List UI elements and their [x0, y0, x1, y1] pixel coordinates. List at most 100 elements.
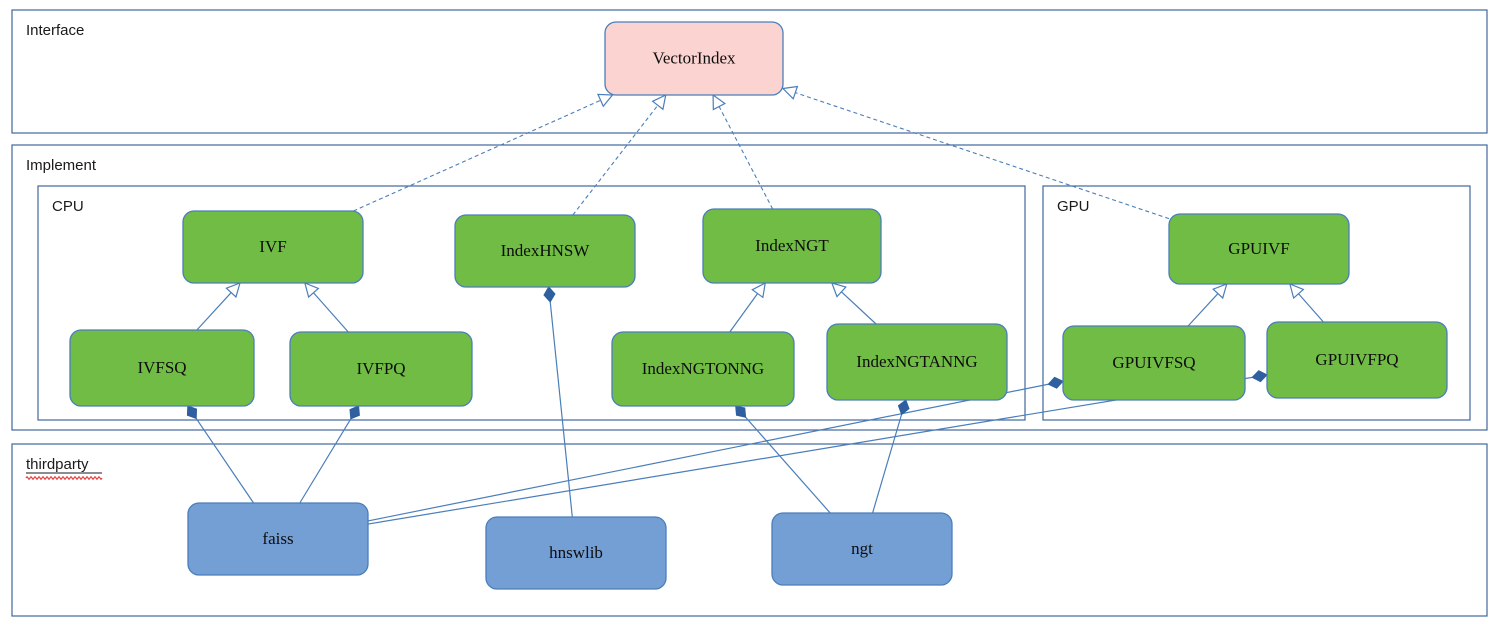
node-box-ngt[interactable]: [771, 512, 953, 586]
edge-indexngtonng-to-indexngt: [729, 281, 767, 333]
node-hnswlib[interactable]: hnswlib: [485, 516, 667, 590]
node-box-vectorindex[interactable]: [604, 21, 784, 96]
edge-faiss-to-gpuivfsq: [367, 376, 1064, 522]
edge-line-composition-13: [367, 376, 1253, 525]
node-gpuivfpq[interactable]: GPUIVFPQ: [1266, 321, 1448, 399]
composition-diamond-15: [735, 405, 747, 418]
node-label-faiss: faiss: [262, 529, 293, 548]
node-ivfpq[interactable]: IVFPQ: [289, 331, 473, 407]
node-box-ivfsq[interactable]: [69, 329, 255, 407]
edge-faiss-to-ivfpq: [299, 405, 360, 504]
node-label-indexngtanng: IndexNGTANNG: [856, 352, 977, 371]
container-label-interface: Interface: [26, 22, 84, 39]
container-label-cpu: CPU: [52, 198, 84, 215]
node-ivf[interactable]: IVF: [182, 210, 364, 284]
arrowhead-generalization-7: [830, 282, 847, 298]
edge-line-composition-16: [872, 414, 903, 514]
arrowhead-generalization-4: [225, 282, 241, 299]
node-indexhnsw[interactable]: IndexHNSW: [454, 214, 636, 288]
edge-indexngtanng-to-indexngt: [830, 282, 877, 325]
node-indexngt[interactable]: IndexNGT: [702, 208, 882, 284]
node-box-ivfpq[interactable]: [289, 331, 473, 407]
node-box-gpuivfsq[interactable]: [1062, 325, 1246, 401]
arrowhead-realization-1: [651, 93, 667, 111]
node-gpuivfsq[interactable]: GPUIVFSQ: [1062, 325, 1246, 401]
edge-line-realization-1: [572, 104, 659, 216]
edge-ivfsq-to-ivf: [196, 282, 241, 331]
node-box-gpuivf[interactable]: [1168, 213, 1350, 285]
node-box-hnswlib[interactable]: [485, 516, 667, 590]
node-label-gpuivf: GPUIVF: [1228, 239, 1289, 258]
node-label-ivfpq: IVFPQ: [356, 359, 405, 378]
edge-line-composition-11: [299, 418, 352, 504]
node-box-indexngt[interactable]: [702, 208, 882, 284]
edge-faiss-to-ivfsq: [186, 405, 255, 504]
node-label-ngt: ngt: [851, 539, 873, 558]
edge-indexngt-to-vectorindex: [712, 93, 774, 210]
edge-ngt-to-indexngtonng: [735, 405, 831, 514]
node-box-indexhnsw[interactable]: [454, 214, 636, 288]
edge-line-generalization-9: [1298, 293, 1324, 323]
edge-line-composition-12: [367, 383, 1049, 522]
node-box-indexngtanng[interactable]: [826, 323, 1008, 401]
edge-faiss-to-gpuivfpq: [367, 370, 1268, 525]
node-faiss[interactable]: faiss: [187, 502, 369, 576]
arrowhead-generalization-5: [303, 281, 320, 299]
node-box-gpuivfpq[interactable]: [1266, 321, 1448, 399]
node-indexngtanng[interactable]: IndexNGTANNG: [826, 323, 1008, 401]
edge-line-generalization-8: [1187, 293, 1219, 327]
container-label-gpu: GPU: [1057, 198, 1090, 215]
spellcheck-underline: [25, 476, 103, 480]
edge-gpuivfpq-to-gpuivf: [1289, 282, 1324, 323]
node-gpuivf[interactable]: GPUIVF: [1168, 213, 1350, 285]
arrowhead-generalization-9: [1289, 282, 1305, 300]
node-label-gpuivfpq: GPUIVFPQ: [1315, 350, 1398, 369]
edge-line-generalization-6: [729, 293, 759, 333]
edge-line-generalization-7: [840, 291, 877, 325]
arrowhead-generalization-6: [751, 281, 767, 299]
node-label-indexngt: IndexNGT: [755, 236, 829, 255]
edge-hnswlib-to-indexhnsw: [543, 286, 573, 518]
node-label-ivfsq: IVFSQ: [137, 358, 186, 377]
node-label-vectorindex: VectorIndex: [652, 48, 736, 67]
node-indexngtonng[interactable]: IndexNGTONNG: [611, 331, 795, 407]
composition-diamond-13: [1251, 370, 1268, 383]
node-ngt[interactable]: ngt: [771, 512, 953, 586]
edge-line-composition-15: [745, 416, 831, 514]
edge-ivfpq-to-ivf: [303, 281, 349, 333]
node-label-indexngtonng: IndexNGTONNG: [642, 359, 764, 378]
edge-line-realization-2: [718, 106, 774, 210]
node-box-faiss[interactable]: [187, 502, 369, 576]
composition-diamond-11: [349, 405, 360, 420]
container-label-thirdparty: thirdparty: [26, 456, 89, 473]
node-box-indexngtonng[interactable]: [611, 331, 795, 407]
composition-diamond-14: [543, 286, 556, 303]
node-box-ivf[interactable]: [182, 210, 364, 284]
composition-diamond-16: [897, 399, 910, 416]
arrowhead-generalization-8: [1212, 283, 1228, 300]
node-vectorindex[interactable]: VectorIndex: [604, 21, 784, 96]
node-ivfsq[interactable]: IVFSQ: [69, 329, 255, 407]
edge-line-generalization-5: [313, 292, 349, 333]
composition-diamond-10: [186, 405, 198, 420]
edge-layer: [186, 85, 1324, 525]
edge-ngt-to-indexngtanng: [872, 399, 910, 514]
edge-line-realization-0: [353, 99, 601, 212]
node-label-gpuivfsq: GPUIVFSQ: [1112, 353, 1195, 372]
edge-gpuivfsq-to-gpuivf: [1187, 283, 1228, 327]
edge-line-realization-3: [795, 92, 1170, 220]
edge-line-composition-10: [195, 418, 255, 504]
arrowhead-realization-2: [712, 93, 726, 111]
container-label-implement: Implement: [26, 157, 97, 174]
edge-line-composition-14: [549, 301, 573, 518]
edge-line-generalization-4: [196, 292, 232, 331]
edge-ivf-to-vectorindex: [353, 93, 614, 212]
node-label-ivf: IVF: [259, 237, 286, 256]
arrowhead-realization-0: [597, 93, 614, 108]
arrowhead-realization-3: [781, 85, 799, 100]
composition-diamond-12: [1047, 376, 1064, 389]
edge-indexhnsw-to-vectorindex: [572, 93, 667, 216]
node-label-indexhnsw: IndexHNSW: [501, 241, 591, 260]
